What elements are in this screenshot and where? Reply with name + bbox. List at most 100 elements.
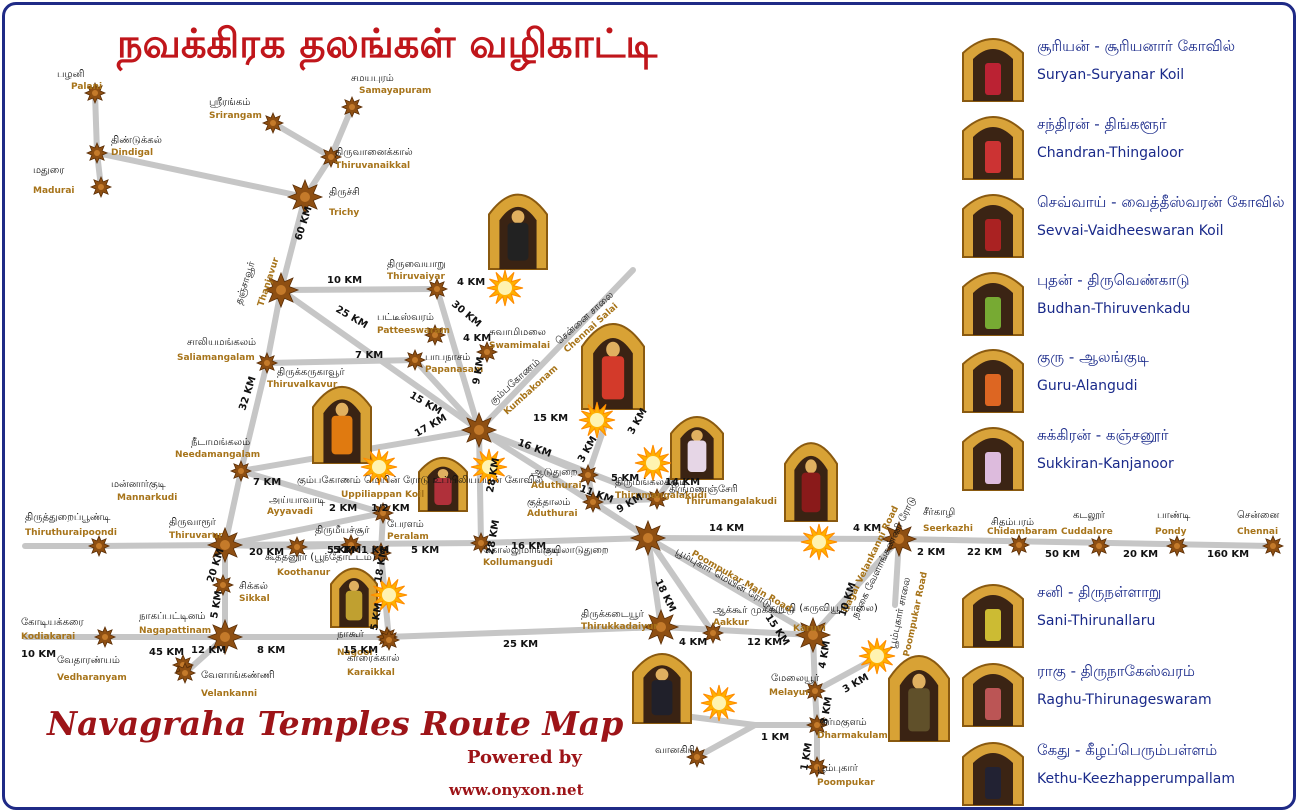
road [478,535,651,546]
road [238,468,386,516]
legend-item[interactable]: சூரியன் - சூரியனார் கோவில்Suryan-Suryana… [962,37,1235,102]
place-label-english: Karaikkal [347,668,395,678]
place-label-tamil: திருத்துறைப்பூண்டி [25,512,111,523]
place-label-tamil: திருக்கடையூர் [581,609,645,620]
distance-label: 12 KM [747,637,782,648]
town-marker-core [220,582,226,588]
idol-suryan [488,193,548,270]
place-label-tamil: திருமங்கலக்குடி [615,477,687,489]
road [278,286,440,293]
place-label-tamil: கும்பகோணம் மெயின் ரோடு உப்பிலியப்பன் கோவ… [297,475,543,487]
legend-item[interactable]: சுக்கிரன் - கஞ்சனூர் Sukkiran-Kanjanoor [962,426,1174,491]
place-label-tamil: நீடாமங்கலம் [191,437,250,448]
legend-item[interactable]: குரு - ஆலங்குடிGuru-Alangudi [962,348,1149,413]
place-label-tamil: திருக்கருகாவூர் [277,367,345,378]
idol-sevvai [784,442,838,522]
town-marker-core [264,360,270,366]
distance-label: 25 KM [503,639,538,650]
distance-label: 1 KM [361,545,389,556]
place-label-english: Aduthurai [531,481,582,491]
road [476,267,636,433]
town-marker-core [814,722,820,728]
legend-item[interactable]: கேது - கீழப்பெரும்பள்ளம்Kethu-Keezhapper… [962,741,1235,806]
town-marker-core [585,472,591,478]
place-label-tamil: வேளாங்கண்ணி [201,670,275,681]
distance-label: 45 KM [149,647,184,658]
legend-tamil: செவ்வாய் - வைத்தீஸ்வரன் கோவில் [1037,193,1285,211]
legend-english: Guru-Alangudi [1037,378,1138,394]
place-label-english: Thiruvaiyar [387,272,445,282]
place-label-english: Thiruvalkavur [267,380,338,390]
place-label-english: Dindigal [111,148,153,158]
place-label-tamil: சாலியமங்கலம் [187,337,256,348]
town-marker-core [102,634,108,640]
distance-label: 8 KM [257,645,285,656]
legend-item[interactable]: ராகு - திருநாகேஸ்வரம்Raghu-Thirunageswar… [962,662,1212,727]
legend-tamil: சந்திரன் - திங்களூர் [1037,115,1167,134]
town-marker-core [478,540,484,546]
road [270,120,334,160]
road [810,536,902,638]
road [434,286,482,433]
temple-idols [312,193,950,742]
route-map: பழனிPalaniதிண்டுக்கல்DindigalமதுரைMadura… [21,21,1285,806]
place-label-english: Patteeswaram [377,326,450,336]
place-label-english: Mannarkudi [117,493,177,503]
sun-core [382,588,396,602]
place-label-english: Thirukkadaiyur [581,622,658,632]
place-label-tamil: சிதம்பரம் [991,517,1034,528]
place-label-english: Koothanur [277,568,331,578]
place-label-english: Saliamangalam [177,353,255,363]
place-label-tamil: சென்னை [1237,510,1279,521]
town-marker-core [814,764,820,770]
town-marker-core [220,540,230,550]
place-label-english: Aduthurai [527,509,578,519]
legend-item[interactable]: சந்திரன் - திங்களூர்Chandran-Thingaloor [962,115,1184,180]
legend-english: Sukkiran-Kanjanoor [1037,456,1174,472]
road [476,427,591,478]
website-link[interactable]: www.onyxon.net [448,781,584,799]
town-marker-core [349,104,355,110]
distance-label: 9 KM [471,356,487,386]
town-marker-core [238,468,244,474]
place-label-tamil: திருமீயச்சூர் [315,525,370,536]
legend-item[interactable]: சனி - திருநள்ளாறுSani-Thirunallaru [962,583,1161,648]
distance-label: 15 KM [343,645,378,656]
town-marker-core [412,357,418,363]
sun-core [590,413,604,427]
title-tamil: நவக்கிரக தலங்கள் வழிகாட்டி [116,21,658,71]
place-label-tamil: மேலையூர் [771,673,820,684]
town-marker-core [484,349,490,355]
legend-item[interactable]: புதன் - திருவெண்காடுBudhan-Thiruvenkadu [962,271,1190,336]
town-marker-core [894,534,904,544]
sun-core [646,456,660,470]
place-label-english: Cuddalore [1061,527,1113,537]
place-label-english: Thiruthuraipoondi [25,528,117,538]
road [264,357,418,366]
sun-core [870,649,884,663]
town-marker-core [656,622,666,632]
place-label-tamil: பழனி [57,69,84,80]
distance-label: 20 KM [249,547,284,558]
place-label-tamil: குத்தாலம் [527,497,570,509]
distance-label: 4 KM [463,333,491,344]
road [645,535,816,638]
place-label-tamil: கூத்தனூர் (பூந்தோட்டம்) [265,552,376,563]
town-marker-core [808,630,818,640]
legend-english: Raghu-Thirunageswaram [1037,692,1212,708]
road [694,722,758,760]
town-marker-core [96,543,102,549]
place-label-english: Thiruvarur [169,531,223,541]
place-label-english: Karuvi [793,624,826,634]
place-label-tamil: சீர்காழி [923,507,955,518]
distance-label: 5 KM [611,473,639,484]
sun-core [372,460,386,474]
legend-item[interactable]: செவ்வாய் - வைத்தீஸ்வரன் கோவில்Sevvai-Vai… [962,193,1285,258]
legend-tamil: சுக்கிரன் - கஞ்சனூர் [1037,426,1169,444]
place-label-tamil: திருச்சி [329,187,360,198]
distance-label: 1/2 KM [371,503,410,514]
legend-tamil: சனி - திருநள்ளாறு [1037,583,1161,601]
sani-idol-icon [962,584,1024,648]
distance-label: 4 KM [853,523,881,534]
